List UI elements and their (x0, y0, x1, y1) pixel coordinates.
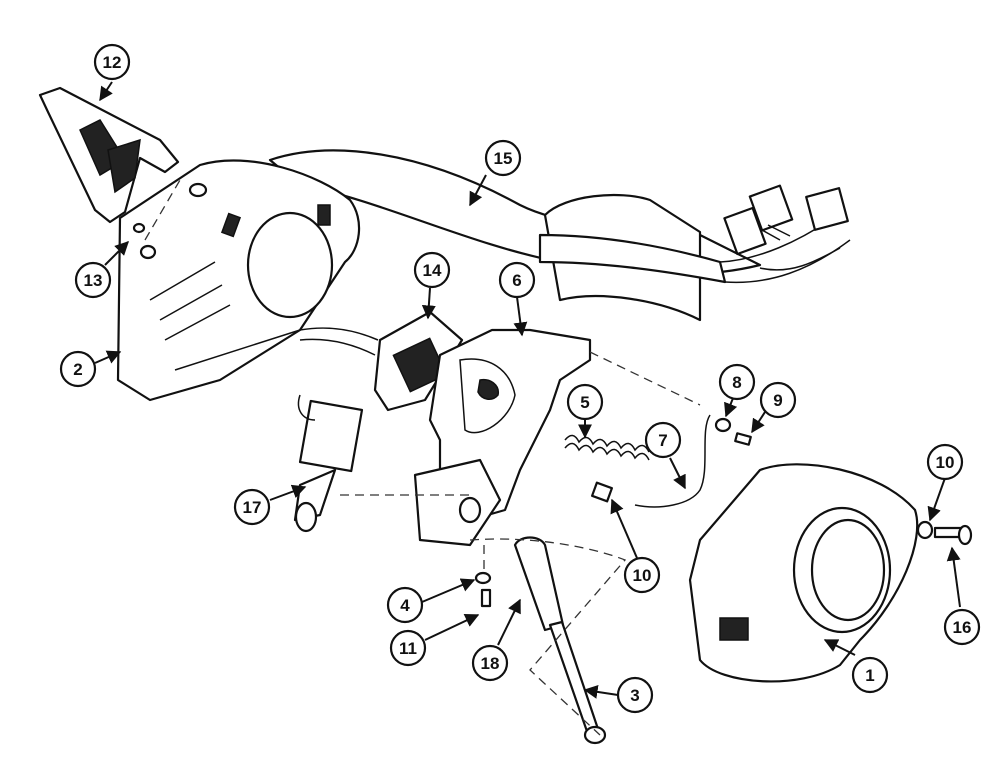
callout-1: 1 (851, 656, 889, 694)
callout-10b-label: 10 (633, 566, 652, 585)
callout-9: 9 (759, 381, 797, 419)
small-hardware (132, 222, 973, 608)
callout-18: 18 (471, 644, 509, 682)
callout-17-label: 17 (243, 498, 262, 517)
callout-5: 5 (566, 383, 604, 421)
turn-signal-switch (293, 394, 364, 533)
wiring-harness (268, 149, 851, 322)
callout-6-label: 6 (512, 271, 521, 290)
callout-2: 2 (59, 350, 97, 388)
callout-11: 11 (389, 629, 427, 667)
callout-18-label: 18 (481, 654, 500, 673)
callout-15-label: 15 (494, 149, 513, 168)
callout-16-label: 16 (953, 618, 972, 637)
callout-4: 4 (386, 586, 424, 624)
callout-13-label: 13 (84, 271, 103, 290)
callout-5-label: 5 (580, 393, 589, 412)
callout-16: 16 (943, 608, 981, 646)
front-housing (688, 463, 919, 683)
leader-lines (94, 81, 961, 699)
lever (513, 536, 607, 745)
plate-assembly (413, 328, 592, 547)
callout-11-label: 11 (399, 639, 417, 658)
callout-13: 13 (74, 261, 112, 299)
callout-12: 12 (93, 43, 131, 81)
callout-14-label: 14 (423, 261, 442, 280)
spring (564, 434, 650, 461)
callout-7: 7 (644, 421, 682, 459)
wire-spring (634, 414, 711, 508)
callout-10b: 10 (623, 556, 661, 594)
callout-7-label: 7 (658, 431, 667, 450)
rear-housing (116, 159, 361, 402)
callout-3: 3 (616, 676, 654, 714)
callout-14: 14 (413, 251, 451, 289)
callout-6: 6 (498, 261, 536, 299)
callout-4-label: 4 (400, 596, 410, 615)
callout-17: 17 (233, 488, 271, 526)
connector-block (299, 310, 464, 412)
callout-8: 8 (718, 363, 756, 401)
callout-10a: 10 (926, 443, 964, 481)
alignment-lines (144, 179, 701, 736)
handle-bracket (38, 86, 180, 224)
callout-15: 15 (484, 139, 522, 177)
callout-1-label: 1 (865, 666, 874, 685)
callout-2-label: 2 (73, 360, 82, 379)
callout-10a-label: 10 (936, 453, 955, 472)
callout-9-label: 9 (773, 391, 782, 410)
callout-12-label: 12 (103, 53, 122, 72)
callout-3-label: 3 (630, 686, 639, 705)
callout-8-label: 8 (732, 373, 741, 392)
